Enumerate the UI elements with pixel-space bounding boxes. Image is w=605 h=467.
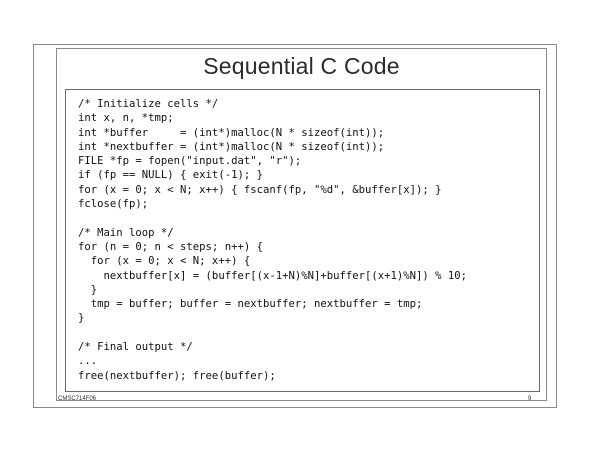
page-number: 9	[528, 396, 532, 402]
code-line: /* Main loop */	[78, 226, 174, 239]
code-block: /* Initialize cells */int x, n, *tmp;int…	[78, 97, 467, 383]
code-line: for (x = 0; x < N; x++) {	[78, 255, 251, 268]
code-line: fclose(fp);	[78, 198, 149, 211]
code-line: }	[78, 312, 85, 325]
slide-inner-frame	[56, 48, 547, 401]
code-line: free(nextbuffer); free(buffer);	[78, 369, 276, 382]
code-line: tmp = buffer; buffer = nextbuffer; nextb…	[78, 298, 423, 311]
slide-outer-frame	[33, 44, 557, 408]
code-line: }	[78, 283, 98, 296]
code-line: for (n = 0; n < steps; n++) {	[78, 240, 263, 253]
code-box	[65, 89, 540, 392]
code-line: nextbuffer[x] = (buffer[(x-1+N)%N]+buffe…	[78, 269, 468, 282]
code-line: int *buffer = (int*)malloc(N * sizeof(in…	[78, 126, 385, 139]
code-line: FILE *fp = fopen("input.dat", "r");	[78, 155, 302, 168]
course-footer: CMSC714F06	[58, 396, 97, 402]
code-line: /* Initialize cells */	[78, 98, 219, 110]
code-line	[78, 326, 467, 340]
code-line: int *nextbuffer = (int*)malloc(N * sizeo…	[78, 140, 385, 153]
code-line: for (x = 0; x < N; x++) { fscanf(fp, "%d…	[78, 183, 442, 196]
code-line: ...	[78, 355, 98, 368]
slide-title: Sequential C Code	[203, 53, 400, 79]
code-line: if (fp == NULL) { exit(-1); }	[78, 169, 263, 182]
code-line: int x, n, *tmp;	[78, 112, 174, 125]
code-line: /* Final output */	[78, 341, 193, 354]
code-line	[78, 211, 467, 225]
